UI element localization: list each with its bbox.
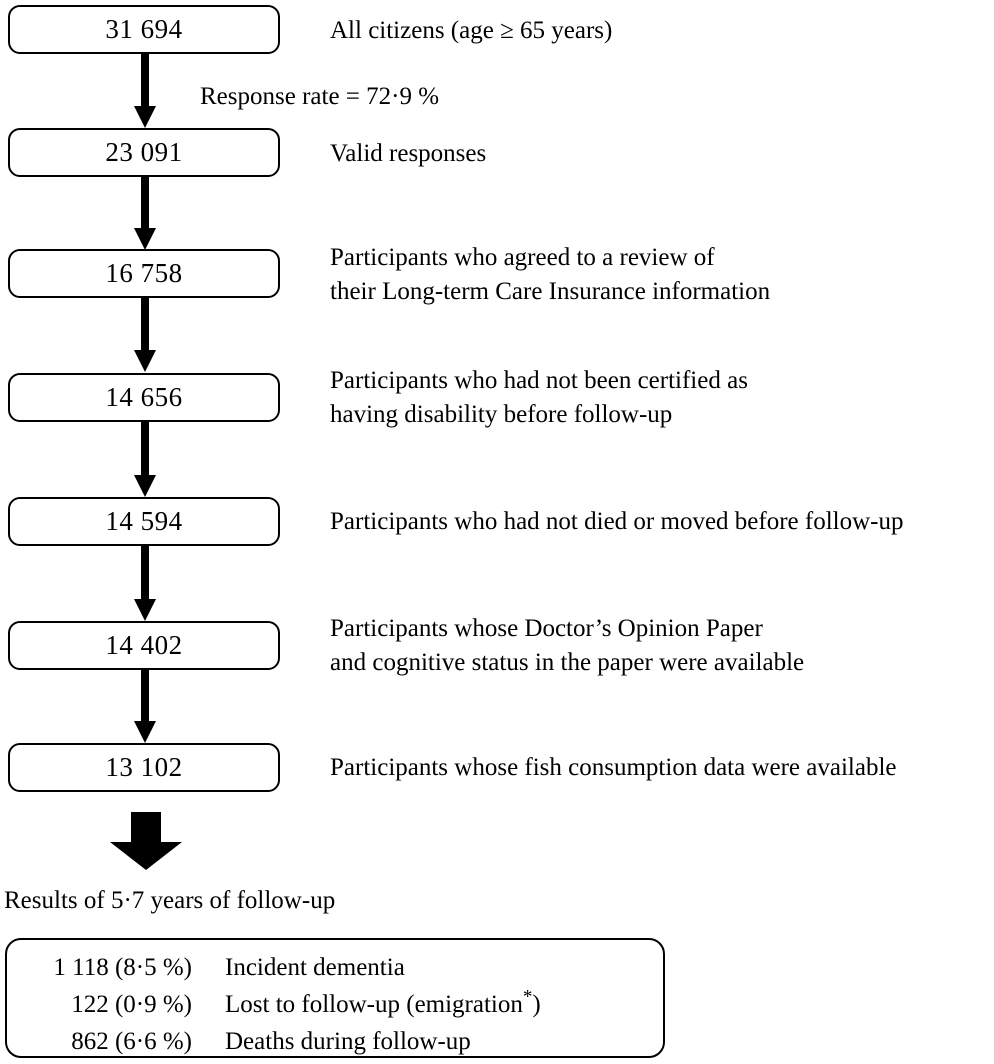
results-value-2: 122 (0·9 %)	[71, 990, 192, 1018]
flow-node-count-6: 14 402	[105, 630, 183, 660]
flow-node-count-7: 13 102	[105, 752, 183, 782]
flow-arrow-5	[134, 546, 156, 621]
flow-node-count-1: 31 694	[105, 14, 183, 44]
results-title: Results of 5·7 years of follow-up	[4, 887, 336, 914]
flow-node-count-4: 14 656	[105, 382, 183, 412]
results-label-1: Incident dementia	[225, 953, 405, 981]
flow-node-description-1: All citizens (age ≥ 65 years)	[330, 17, 613, 44]
results-label-2-superscript: *	[522, 986, 533, 1008]
flow-node-box-2: 23 091	[8, 128, 280, 177]
results-label-2-text: Lost to follow-up (emigration	[225, 990, 523, 1018]
flow-node-count-2: 23 091	[105, 137, 183, 167]
results-row-1: 1 118 (8·5 %) Incident dementia	[7, 948, 663, 986]
results-label-3: Deaths during follow-up	[225, 1027, 471, 1055]
flow-edge-note-response-rate: Response rate = 72·9 %	[200, 83, 440, 110]
flow-node-box-7: 13 102	[8, 743, 280, 792]
flow-arrow-6	[134, 670, 156, 743]
flow-node-description-5: Participants who had not died or moved b…	[330, 508, 904, 535]
flow-node-description-2: Valid responses	[330, 140, 487, 167]
results-row-3: 862 (6·6 %) Deaths during follow-up	[7, 1022, 663, 1060]
flow-node-box-6: 14 402	[8, 621, 280, 670]
flow-arrow-1	[134, 54, 156, 128]
flow-arrow-2	[134, 177, 156, 250]
results-value-3: 862 (6·6 %)	[71, 1027, 192, 1055]
flow-node-description-4: Participants who had not been certified …	[330, 367, 748, 428]
flow-node-box-3: 16 758	[8, 249, 280, 298]
flow-block-arrow-to-results	[110, 812, 182, 875]
results-value-1: 1 118 (8·5 %)	[53, 953, 192, 981]
flow-arrow-4	[134, 422, 156, 497]
results-box: 1 118 (8·5 %) Incident dementia 122 (0·9…	[5, 938, 665, 1058]
results-row-2: 122 (0·9 %) Lost to follow-up (emigratio…	[7, 985, 663, 1023]
flow-node-count-3: 16 758	[105, 258, 183, 288]
flow-node-box-1: 31 694	[8, 5, 280, 54]
results-label-2-close: )	[532, 990, 541, 1018]
flow-arrow-3	[134, 298, 156, 372]
flow-node-box-5: 14 594	[8, 497, 280, 546]
results-label-2: Lost to follow-up (emigration*)	[225, 987, 541, 1018]
flow-node-count-5: 14 594	[105, 506, 183, 536]
flow-node-description-3: Participants who agreed to a review of t…	[330, 244, 771, 305]
flow-node-box-4: 14 656	[8, 373, 280, 422]
flow-node-description-6: Participants whose Doctor’s Opinion Pape…	[330, 615, 805, 676]
flow-node-description-7: Participants whose fish consumption data…	[330, 754, 897, 781]
